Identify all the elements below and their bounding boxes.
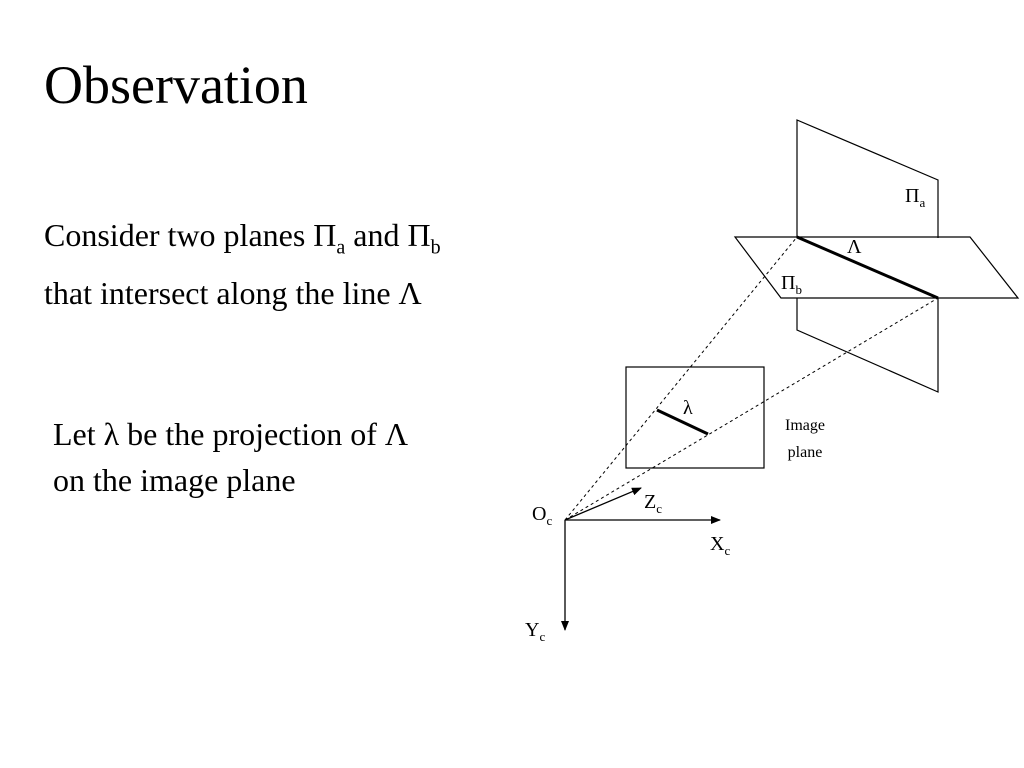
slide-title: Observation: [44, 55, 308, 115]
axis-y-label: Yc: [525, 619, 545, 644]
line-let-lambda: Let λ be the projection of Λ: [53, 416, 409, 452]
image-plane-label-line-1: Image: [785, 417, 825, 434]
projection-ray-2: [564, 297, 939, 521]
line-image-plane: on the image plane: [53, 462, 296, 498]
axis-z-arrow: [564, 487, 642, 521]
intersection-line: [796, 235, 939, 300]
camera-center-label: Oc: [532, 503, 552, 528]
projected-line-label: λ: [683, 397, 693, 419]
axis-x-label: Xc: [710, 533, 730, 558]
projection-ray-1: [564, 236, 798, 521]
line-intersect: that intersect along the line Λ: [44, 275, 422, 312]
plane-a-outline-bottom: [796, 298, 939, 393]
image-plane-label-line-2: plane: [788, 444, 823, 461]
intersection-line-label: Λ: [847, 236, 862, 258]
plane-b-label: Πb: [781, 272, 802, 297]
plane-b-outline: [733, 236, 1020, 299]
text-projection: Let λ be the projection of Λ on the imag…: [53, 411, 408, 503]
text-consider-planes: Consider two planes Πa and Πb that inter…: [44, 212, 441, 316]
plane-a-outline-top: [796, 119, 939, 238]
projected-line: [656, 408, 709, 436]
image-plane-rect: [625, 366, 765, 469]
line-consider: Consider two planes Πa and Πb: [44, 217, 441, 259]
axis-z-label: Zc: [644, 491, 662, 516]
plane-a-label: Πa: [905, 185, 925, 210]
